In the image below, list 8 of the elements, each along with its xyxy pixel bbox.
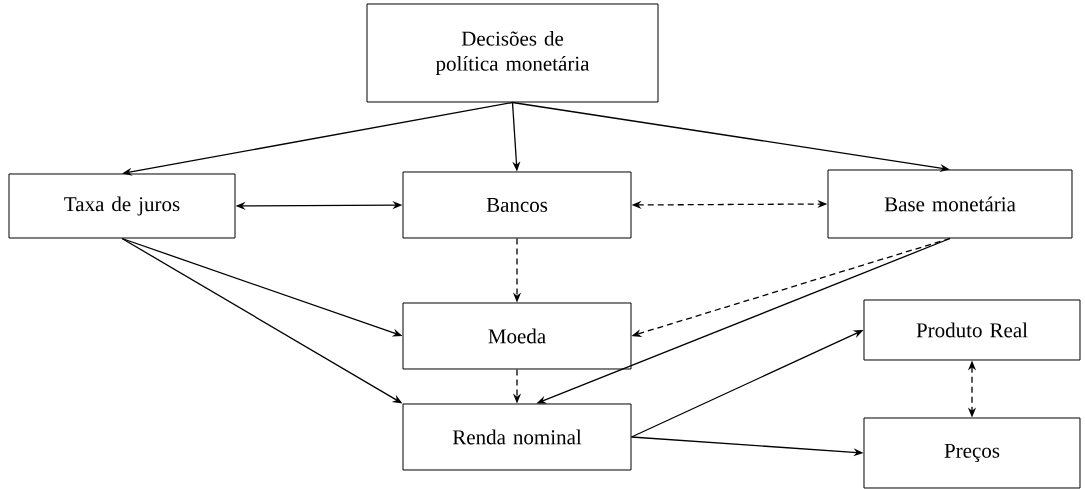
process-box: Moeda	[402, 302, 632, 370]
process-box: Renda nominal	[402, 403, 632, 471]
process-box: Decisões de política monetária	[366, 3, 659, 103]
process-box: Taxa de juros	[8, 173, 236, 239]
process-box: Bancos	[402, 171, 632, 239]
process-box: Preços	[863, 417, 1081, 489]
process-box: Produto Real	[863, 299, 1081, 361]
process-box: Base monetária	[827, 169, 1073, 239]
